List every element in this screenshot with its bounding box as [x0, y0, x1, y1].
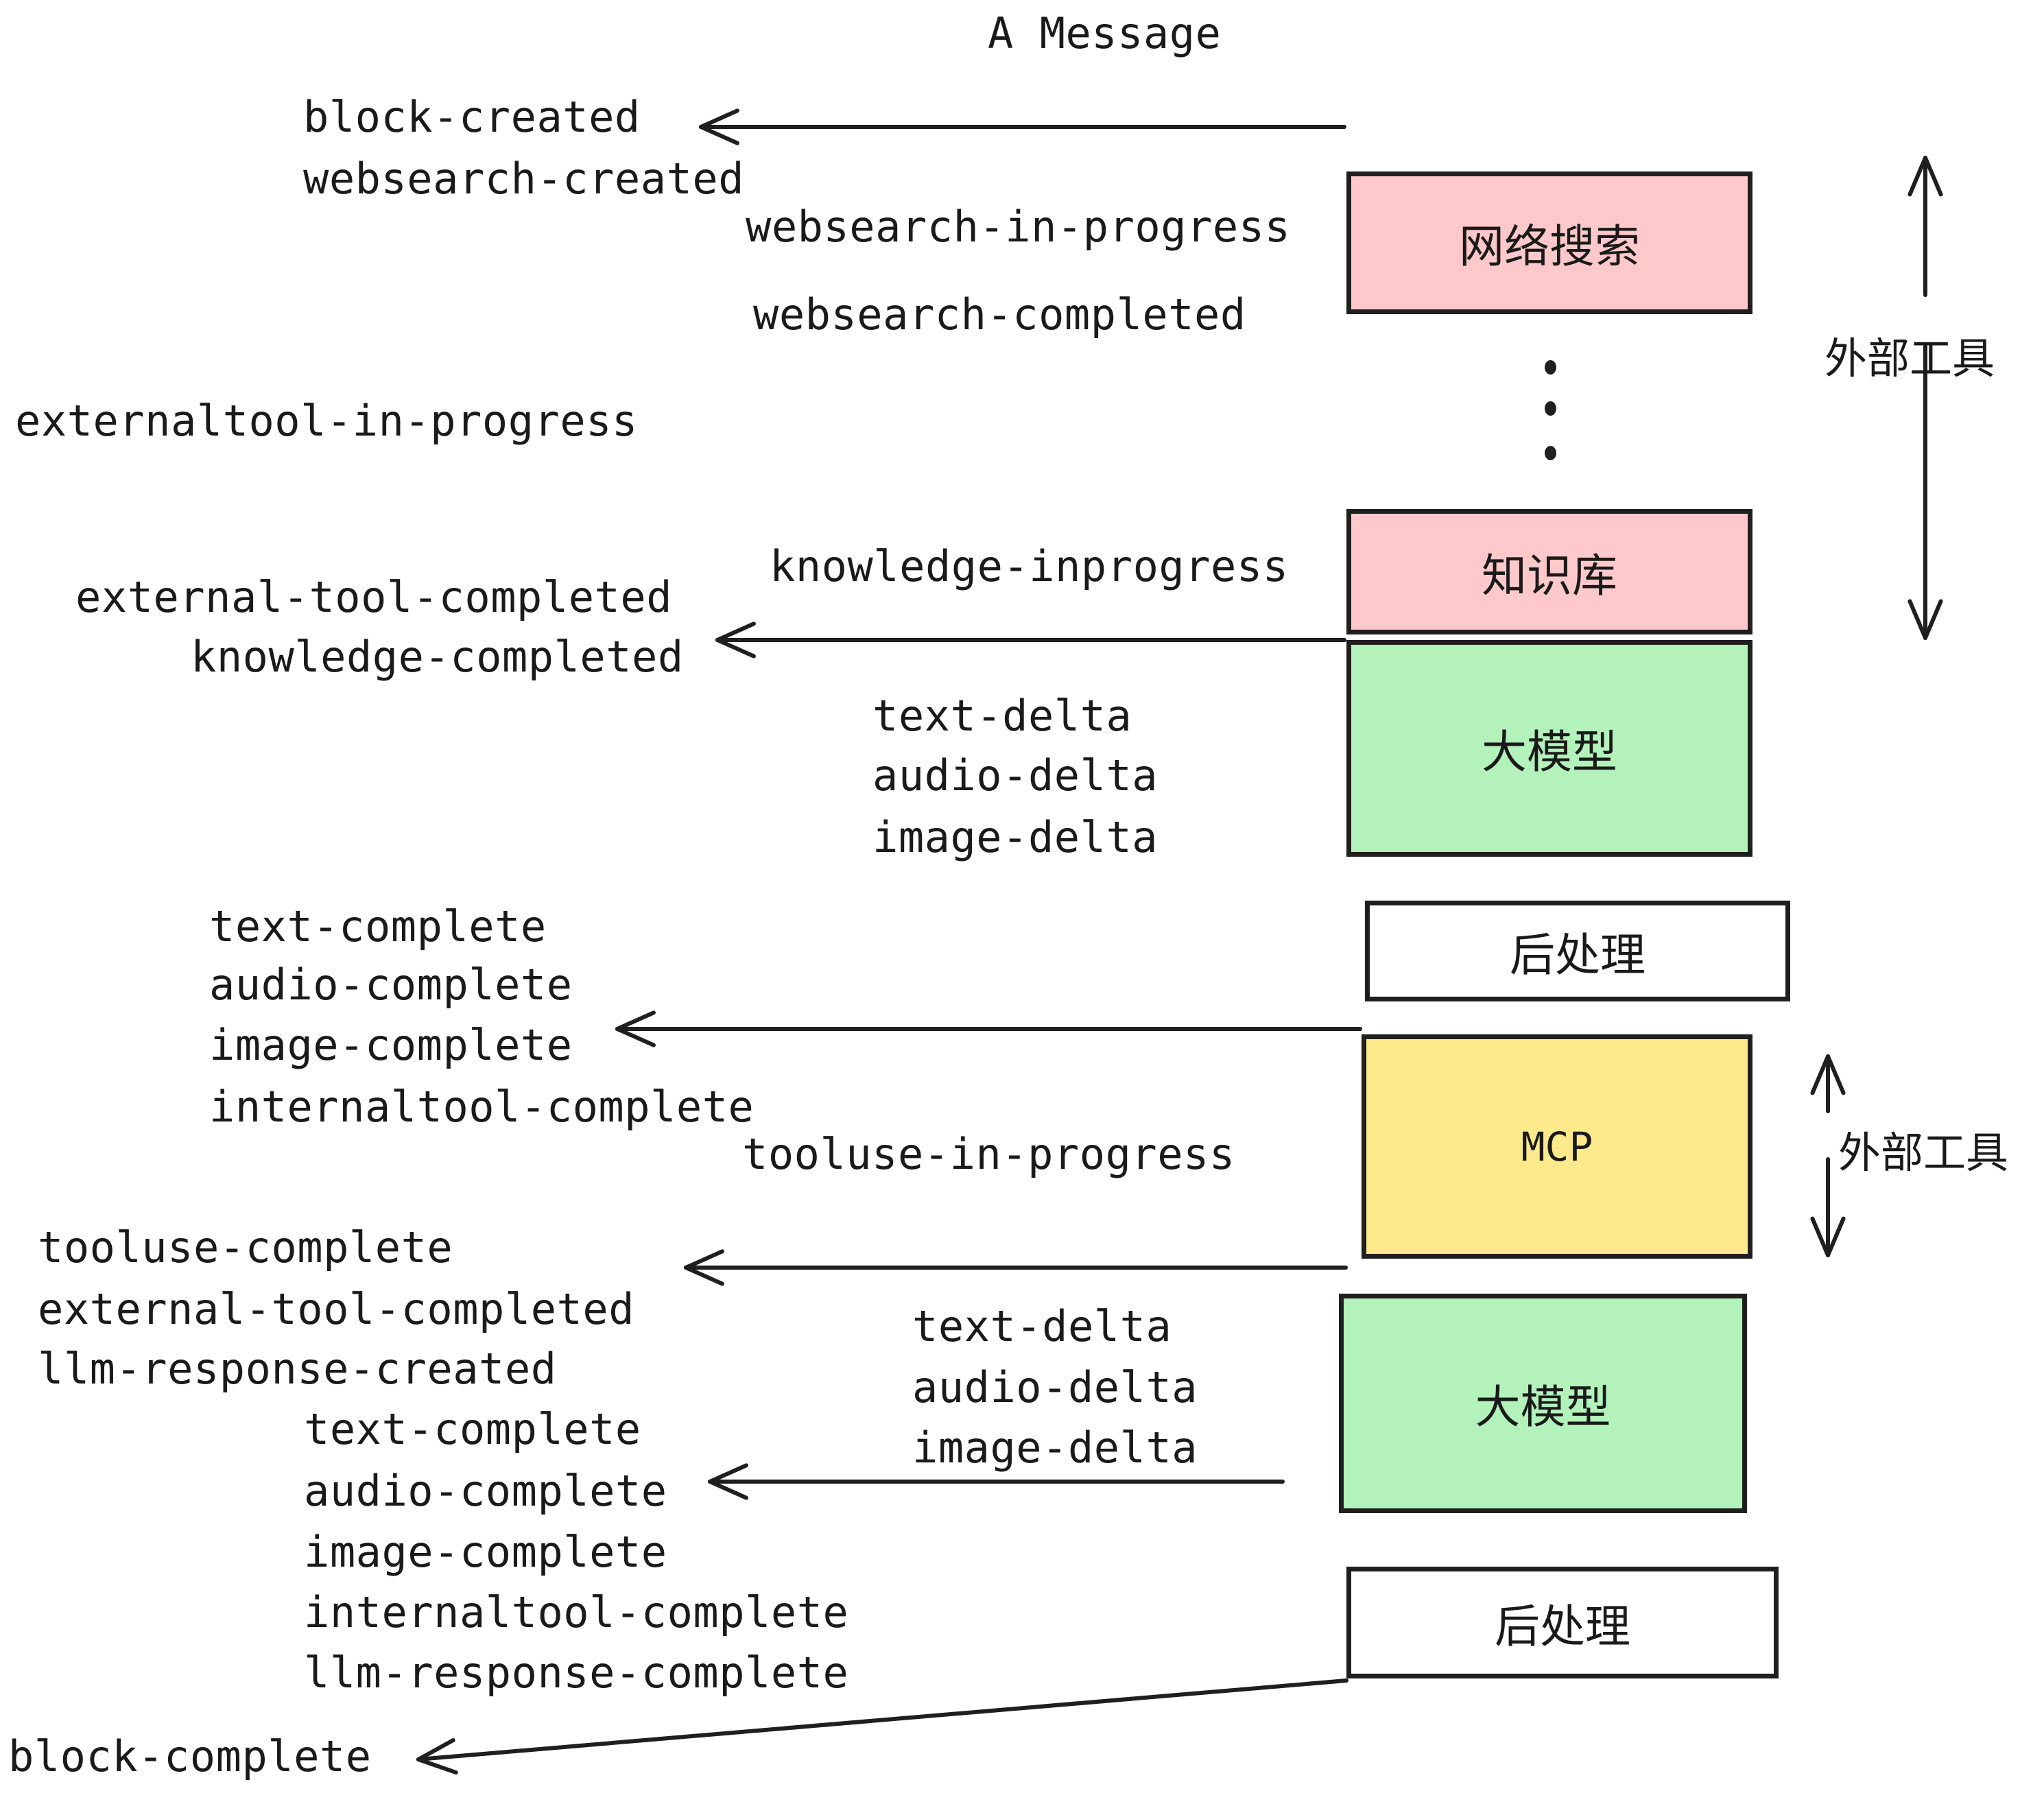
- node-box-llm-2: 大模型: [1339, 1294, 1747, 1513]
- event-label-internaltool-complete-1: internaltool-complete: [209, 1082, 754, 1132]
- event-label-audio-complete-1: audio-complete: [209, 960, 573, 1010]
- arrow-knowledge-completed: [715, 621, 1346, 658]
- event-label-external-tool-completed-2: external-tool-completed: [38, 1284, 635, 1334]
- node-label-postproc-1: 后处理: [1510, 928, 1645, 982]
- event-label-image-complete-1: image-complete: [209, 1020, 573, 1070]
- node-box-postproc-2: 后处理: [1346, 1567, 1779, 1678]
- arrow-image-complete: [615, 1010, 1362, 1047]
- node-box-mcp: MCP: [1362, 1034, 1752, 1259]
- event-label-websearch-completed: websearch-completed: [753, 289, 1246, 340]
- node-box-postproc-1: 后处理: [1365, 901, 1790, 1001]
- event-label-audio-complete-2: audio-complete: [304, 1466, 667, 1516]
- side-label-external-tools-top: 外部工具: [1825, 333, 1995, 383]
- page-title: A Message: [988, 8, 1222, 58]
- ellipsis-dot-1: [1545, 360, 1556, 375]
- event-label-tooluse-in-progress: tooluse-in-progress: [742, 1129, 1235, 1179]
- arrow-tooluse-complete: [684, 1249, 1348, 1286]
- external-tools-arrow-top: [1908, 156, 1943, 640]
- event-label-text-complete-2: text-complete: [304, 1404, 641, 1454]
- side-label-external-tools-bottom: 外部工具: [1838, 1128, 2009, 1178]
- ellipsis-dot-2: [1545, 401, 1556, 416]
- event-label-text-delta-1: text-delta: [872, 691, 1132, 741]
- event-label-block-created: block-created: [303, 92, 641, 142]
- node-label-llm-2: 大模型: [1475, 1381, 1611, 1434]
- event-label-llm-response-complete: llm-response-complete: [304, 1648, 849, 1698]
- event-label-websearch-created: websearch-created: [303, 154, 745, 204]
- event-label-image-complete-2: image-complete: [304, 1527, 667, 1577]
- node-label-mcp: MCP: [1521, 1123, 1593, 1170]
- node-label-knowledge: 知识库: [1482, 549, 1617, 602]
- event-label-external-tool-completed-1: external-tool-completed: [75, 572, 673, 622]
- event-label-externaltool-in-progress: externaltool-in-progress: [15, 396, 638, 446]
- node-box-knowledge: 知识库: [1346, 509, 1752, 634]
- event-label-knowledge-completed: knowledge-completed: [191, 632, 684, 682]
- arrow-block-created: [699, 108, 1346, 145]
- node-label-websearch: 网络搜索: [1459, 220, 1640, 273]
- event-label-internaltool-complete-2: internaltool-complete: [304, 1587, 849, 1637]
- event-label-llm-response-created: llm-response-created: [38, 1344, 557, 1394]
- node-box-websearch: 网络搜索: [1346, 171, 1752, 314]
- event-label-tooluse-complete: tooluse-complete: [38, 1222, 453, 1272]
- event-label-audio-delta-2: audio-delta: [912, 1362, 1198, 1412]
- event-label-block-complete: block-complete: [8, 1731, 372, 1781]
- event-label-image-delta-1: image-delta: [872, 812, 1158, 862]
- event-label-knowledge-inprogress: knowledge-inprogress: [770, 541, 1289, 591]
- event-label-audio-delta-1: audio-delta: [872, 750, 1158, 800]
- node-box-llm-1: 大模型: [1346, 640, 1752, 857]
- event-label-text-delta-2: text-delta: [912, 1301, 1172, 1351]
- event-label-websearch-in-progress: websearch-in-progress: [746, 202, 1291, 252]
- ellipsis-dot-3: [1545, 446, 1556, 460]
- node-label-postproc-2: 后处理: [1495, 1600, 1630, 1653]
- event-label-text-complete-1: text-complete: [209, 901, 547, 951]
- event-label-image-delta-2: image-delta: [912, 1423, 1198, 1473]
- node-label-llm-1: 大模型: [1482, 726, 1617, 779]
